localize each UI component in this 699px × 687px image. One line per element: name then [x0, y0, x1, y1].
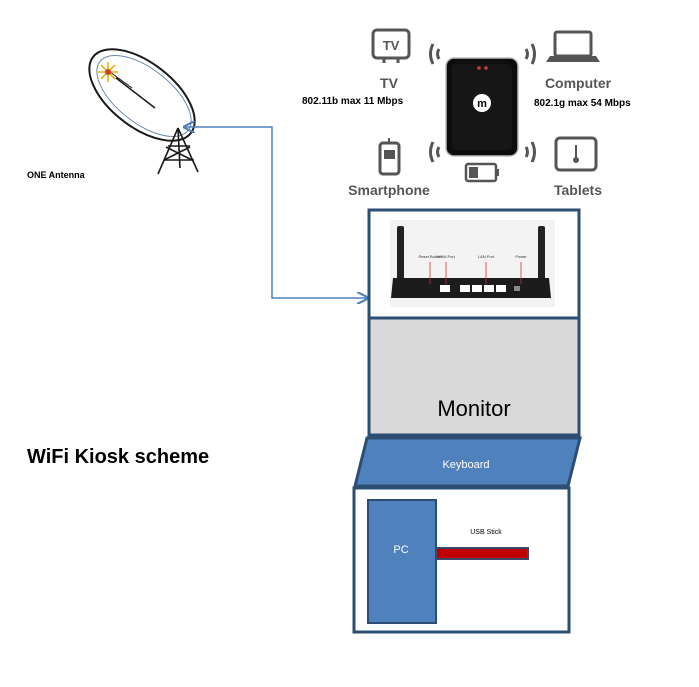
- pc-label: PC: [393, 544, 408, 556]
- router-port-label-lan: LAN Port: [478, 254, 495, 259]
- keyboard-label: Keyboard: [442, 459, 489, 471]
- router-port-label-wan: WAN Port: [437, 254, 456, 259]
- tv-icon: TV: [371, 28, 411, 63]
- tv-spec: 802.11b max 11 Mbps: [302, 96, 404, 107]
- computer-spec: 802.1g max 54 Mbps: [534, 98, 631, 109]
- computer-icon: [546, 30, 600, 62]
- hotspot-device: m: [445, 57, 519, 157]
- computer-label: Computer: [545, 75, 612, 91]
- router-icon: [391, 226, 551, 298]
- usb-stick: [435, 547, 529, 560]
- tablet-icon: [554, 136, 598, 172]
- wifi-waves-icon: [429, 43, 536, 163]
- smartphone-label: Smartphone: [348, 182, 430, 198]
- monitor-box: [367, 316, 581, 437]
- connection-arrow: [184, 127, 368, 298]
- tablets-label: Tablets: [554, 182, 602, 198]
- smartphone-icon: [378, 138, 401, 176]
- antenna-dish-icon: [88, 48, 199, 175]
- usb-label: USB Stick: [470, 529, 502, 536]
- hotspot-logo: m: [477, 98, 487, 110]
- pc-box: [367, 499, 437, 624]
- monitor-label: Monitor: [437, 396, 510, 421]
- tv-label: TV: [380, 75, 399, 91]
- keyboard-box: [353, 436, 582, 488]
- router-port-label-reset: Reset Button: [418, 254, 441, 259]
- tv-screen-text: TV: [383, 38, 400, 53]
- hotspot-logo-icon: [473, 94, 491, 112]
- battery-icon: [464, 162, 499, 183]
- antenna-label: ONE Antenna: [27, 170, 86, 180]
- router-port-label-power: Power: [515, 254, 527, 259]
- diagram-title: WiFi Kiosk scheme: [27, 446, 210, 468]
